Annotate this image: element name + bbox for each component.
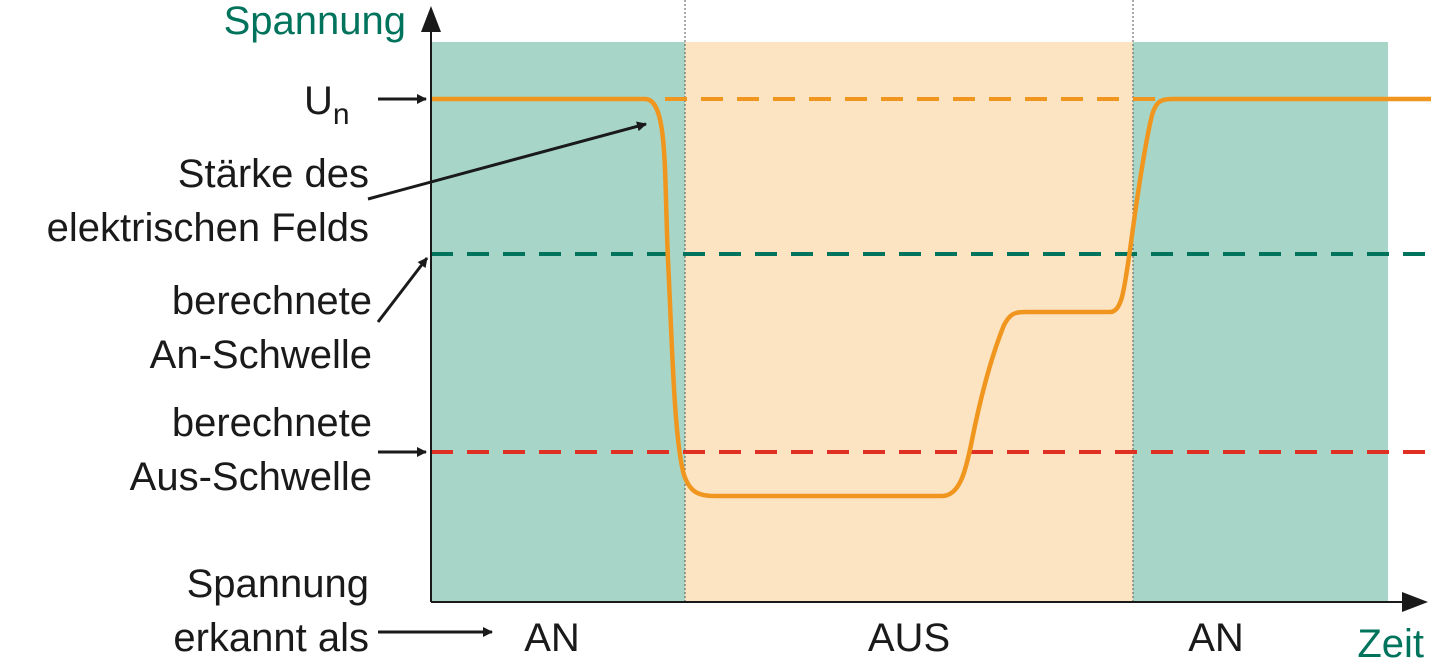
- detected-state-on-1: AN: [524, 616, 580, 660]
- y-axis-arrowhead: [421, 6, 441, 32]
- zone-on-2: [1133, 42, 1388, 602]
- field-strength-label-line2: elektrischen Felds: [47, 206, 369, 250]
- off-threshold-label-line1: berechnete: [172, 401, 372, 445]
- x-axis-arrowhead: [1402, 592, 1428, 612]
- off-threshold-label-line2: Aus-Schwelle: [130, 455, 372, 499]
- nominal-voltage-label: Un: [304, 79, 350, 131]
- on-threshold-label-line1: berechnete: [172, 279, 372, 323]
- y-axis-label: Spannung: [224, 0, 406, 43]
- zone-off: [685, 42, 1133, 602]
- voltage-signal-curve: [431, 96, 1431, 499]
- field-strength-arrow: [367, 121, 647, 201]
- nominal-voltage-subscript: n: [333, 98, 350, 131]
- detected-label-line1: Spannung: [187, 562, 369, 606]
- field-strength-label-line1: Stärke des: [178, 152, 369, 196]
- detected-label-line2: erkannt als: [173, 616, 369, 660]
- detected-state-on-2: AN: [1188, 616, 1244, 660]
- detected-state-off: AUS: [868, 616, 950, 660]
- on-threshold-arrow: [376, 257, 429, 323]
- on-threshold-label-line2: An-Schwelle: [150, 333, 372, 377]
- nominal-voltage-main: U: [304, 79, 333, 123]
- x-axis-label: Zeit: [1357, 622, 1424, 661]
- zone-on-1: [431, 42, 685, 602]
